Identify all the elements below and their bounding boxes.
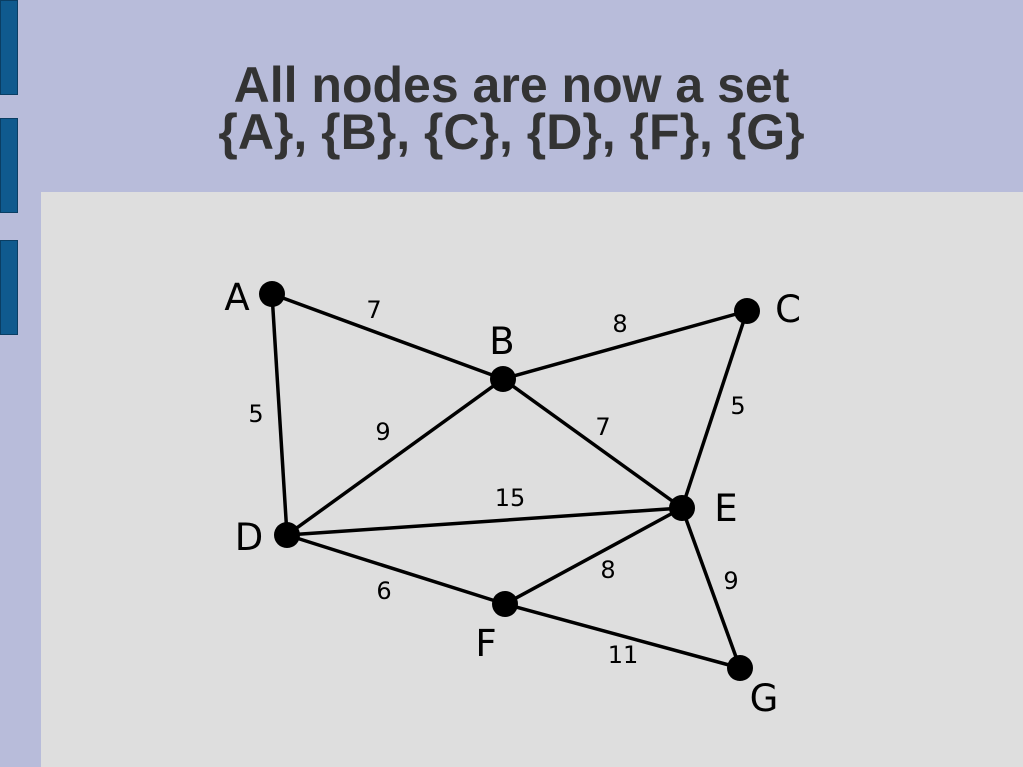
graph-nodes: A B C D E F G [224, 276, 801, 720]
node-e [669, 495, 695, 521]
edge-b-e [501, 377, 684, 510]
edge-weight-b-c: 8 [612, 310, 627, 338]
slide-title-line-1: All nodes are now a set [233, 57, 790, 113]
slide-title: All nodes are now a set {A}, {B}, {C}, {… [0, 57, 1023, 160]
edge-weight-e-g: 9 [723, 567, 738, 595]
node-label-a: A [224, 276, 249, 319]
edge-a-d [270, 293, 289, 536]
edge-weight-d-e: 15 [495, 484, 526, 512]
side-tab-1 [0, 0, 18, 95]
node-d [274, 522, 300, 548]
edge-d-f [286, 533, 506, 606]
node-label-c: C [775, 288, 801, 331]
node-label-f: F [475, 622, 496, 665]
edge-weight-a-d: 5 [248, 400, 263, 428]
node-label-e: E [714, 487, 737, 530]
edge-b-d [285, 377, 505, 537]
node-c [734, 298, 760, 324]
edge-a-b [271, 292, 504, 381]
edge-c-e [680, 310, 749, 509]
edge-weight-d-f: 6 [376, 577, 391, 605]
edge-weight-f-g: 11 [608, 641, 639, 669]
side-tab-2 [0, 118, 18, 213]
edge-e-g [680, 507, 742, 669]
node-b [490, 366, 516, 392]
side-tab-3 [0, 240, 18, 335]
node-label-d: D [235, 516, 264, 559]
edge-weight-b-d: 9 [375, 418, 390, 446]
edge-weight-b-e: 7 [595, 413, 610, 441]
content-panel [41, 192, 1023, 767]
edge-d-e [286, 506, 683, 537]
node-g [727, 655, 753, 681]
edge-weight-e-f: 8 [600, 556, 615, 584]
edge-f-g [504, 602, 741, 670]
edge-e-f [504, 506, 683, 606]
node-label-b: B [489, 320, 514, 363]
edge-b-c [502, 309, 748, 381]
edge-weight-a-b: 7 [366, 296, 381, 324]
graph-edges: 7 5 8 9 7 5 15 6 8 9 11 [248, 292, 749, 670]
slide-title-line-2: {A}, {B}, {C}, {D}, {F}, {G} [218, 104, 805, 160]
edge-weight-c-e: 5 [730, 392, 745, 420]
node-label-g: G [750, 677, 779, 720]
node-f [492, 591, 518, 617]
node-a [259, 281, 285, 307]
